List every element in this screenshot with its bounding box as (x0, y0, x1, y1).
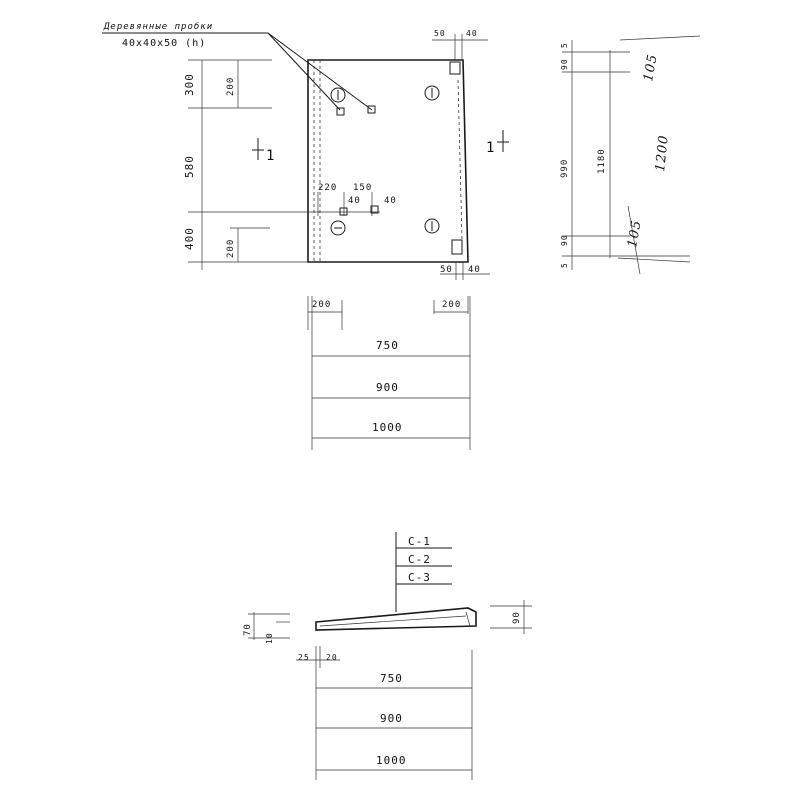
svg-text:200: 200 (442, 300, 461, 310)
mark-c3: С-3 (408, 571, 431, 584)
corner-notch-top (449, 61, 461, 75)
svg-text:40: 40 (468, 265, 481, 275)
mark-c2: С-2 (408, 553, 431, 566)
lifting-loop-2 (424, 85, 440, 101)
section-right-dimension: 90 (490, 600, 532, 634)
section-mark-right: 1 (486, 130, 509, 156)
slab-outline (307, 59, 469, 263)
slab-section: С-1 С-2 С-3 70 10 90 25 (243, 532, 532, 780)
svg-text:990: 990 (560, 159, 570, 178)
svg-text:1: 1 (486, 140, 495, 156)
svg-text:25: 25 (298, 653, 310, 662)
callout-size: 40х40х50 (h) (122, 38, 206, 49)
svg-text:5: 5 (560, 262, 569, 268)
svg-text:200: 200 (226, 77, 236, 96)
svg-text:200: 200 (226, 239, 236, 258)
bottom-dimensions: 750 900 1000 (311, 296, 471, 450)
svg-text:90: 90 (512, 611, 522, 624)
callout-title: Деревянные пробки (103, 21, 213, 32)
svg-text:40: 40 (384, 196, 397, 206)
slab-plan: 220 150 40 40 1 1 300 580 400 200 (183, 29, 509, 450)
section-bottom-dimensions: 750 900 1000 (315, 650, 473, 780)
svg-text:90: 90 (560, 58, 569, 70)
svg-text:220: 220 (318, 183, 337, 193)
side-dimensions: 5 90 990 90 5 1180 105 1200 105 (560, 35, 701, 275)
inner-dimensions: 220 150 40 40 (300, 183, 397, 216)
svg-text:20: 20 (326, 653, 338, 662)
svg-text:40: 40 (466, 29, 478, 38)
marking-table: С-1 С-2 С-3 (395, 532, 452, 612)
svg-text:50: 50 (434, 29, 446, 38)
lifting-loop-1 (330, 87, 346, 103)
svg-text:105: 105 (641, 53, 661, 83)
lifting-loop-4 (424, 218, 440, 234)
svg-text:1000: 1000 (372, 421, 403, 434)
section-inner-line (319, 615, 467, 627)
corner-notch-bottom (451, 239, 463, 255)
svg-text:750: 750 (380, 672, 403, 685)
bottom-right-dimensions: 50 40 (440, 262, 490, 280)
mark-c1: С-1 (408, 535, 431, 548)
wooden-plug-2 (367, 105, 376, 114)
svg-text:400: 400 (183, 227, 196, 250)
wooden-plug-4 (370, 205, 379, 214)
svg-text:105: 105 (625, 219, 645, 249)
svg-text:1180: 1180 (597, 148, 607, 174)
wooden-plug-3 (339, 207, 348, 216)
svg-text:5: 5 (560, 42, 569, 48)
callout-leader-1 (267, 32, 341, 111)
svg-text:1: 1 (266, 148, 275, 164)
svg-text:1200: 1200 (653, 134, 672, 172)
lifting-loop-3 (330, 220, 346, 236)
bottom-edge-dimensions: 200 200 (307, 296, 469, 330)
svg-text:40: 40 (348, 196, 361, 206)
callout-leader-2 (267, 32, 373, 111)
svg-text:300: 300 (183, 73, 196, 96)
svg-text:70: 70 (243, 623, 253, 636)
left-dimensions: 300 580 400 200 200 (183, 59, 308, 270)
section-end (465, 611, 471, 627)
section-left-dimensions: 70 10 (243, 612, 290, 644)
svg-text:750: 750 (376, 339, 399, 352)
top-right-dimensions: 50 40 (432, 29, 488, 60)
wooden-plug-1 (336, 107, 345, 116)
slab-edge-dash-right (457, 79, 463, 241)
svg-text:200: 200 (312, 300, 331, 310)
section-mark-left: 1 (252, 138, 275, 164)
svg-text:900: 900 (376, 381, 399, 394)
section-profile (315, 607, 477, 631)
svg-text:580: 580 (183, 155, 196, 178)
svg-text:10: 10 (265, 632, 274, 644)
svg-text:150: 150 (353, 183, 372, 193)
svg-text:50: 50 (440, 265, 453, 275)
svg-text:90: 90 (560, 234, 569, 246)
svg-text:1000: 1000 (376, 754, 407, 767)
section-edge-dimensions: 25 20 (296, 646, 340, 668)
callout-wooden-plugs: Деревянные пробки 40х40х50 (h) (102, 21, 373, 111)
svg-text:900: 900 (380, 712, 403, 725)
